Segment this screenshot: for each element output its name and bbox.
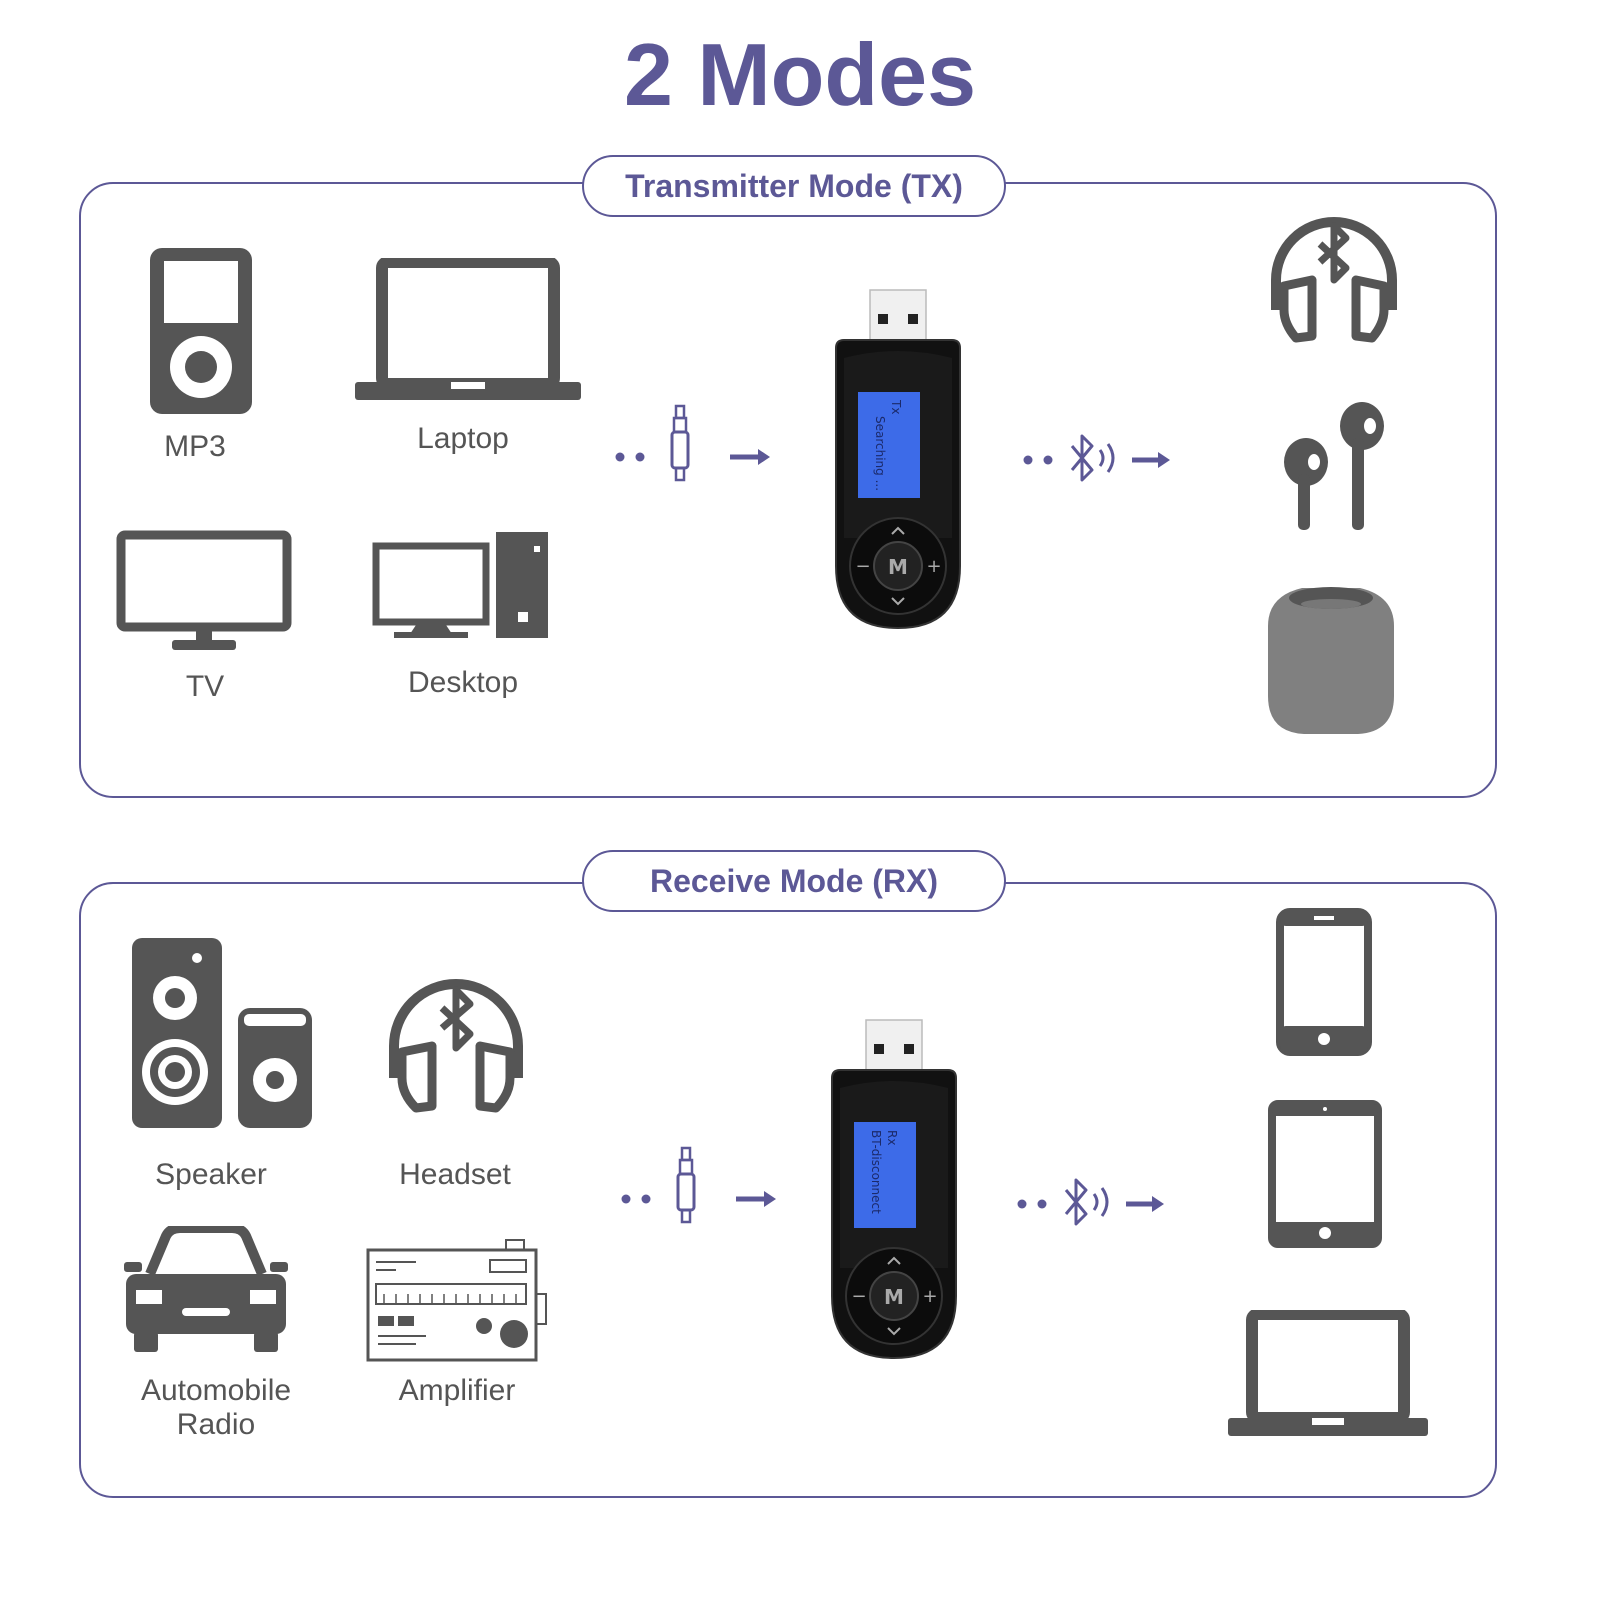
svg-text:−: − [851,1286,866,1307]
amplifier-icon [366,1236,550,1364]
bluetooth-signal-arrow-icon [1014,1174,1170,1234]
svg-text:BT-disconnect: BT-disconnect [869,1130,883,1214]
svg-text:Tx: Tx [889,399,903,414]
smartphone-icon [1276,908,1372,1056]
svg-text:M: M [888,555,908,579]
svg-text:Rx: Rx [885,1130,899,1145]
tv-icon [116,530,292,654]
bluetooth-headset-icon [386,976,526,1114]
headset-label: Headset [399,1158,511,1191]
speaker-label: Speaker [155,1158,267,1191]
bluetooth-signal-arrow-icon [1020,430,1176,490]
laptop-label: Laptop [417,422,509,455]
aux-cable-arrow-icon [612,402,772,484]
svg-text:Searching ...: Searching ... [873,416,887,491]
svg-text:+: + [922,1286,937,1307]
earbuds-icon [1280,398,1390,532]
automobile-radio-label: Automobile Radio [140,1374,292,1441]
smart-speaker-icon [1266,584,1396,736]
amplifier-label: Amplifier [398,1374,516,1407]
car-icon [122,1226,290,1354]
mp3-player-icon [148,246,254,416]
svg-text:−: − [855,556,870,577]
svg-text:+: + [926,556,941,577]
bluetooth-headphones-icon [1268,214,1400,344]
aux-cable-arrow-icon [618,1144,778,1226]
tv-label: TV [185,670,225,703]
speaker-icon [130,936,314,1130]
tablet-icon [1268,1100,1382,1248]
laptop-icon [1228,1310,1428,1440]
tx-mode-label: Transmitter Mode (TX) [582,155,1006,217]
rx-mode-label: Receive Mode (RX) [582,850,1006,912]
desktop-computer-icon [372,530,550,640]
laptop-icon [355,258,581,404]
svg-text:M: M [884,1285,904,1309]
bluetooth-adapter-device-tx: Tx Searching ... M + − [830,288,966,634]
desktop-label: Desktop [407,666,519,699]
page-title: 2 Modes [623,25,977,124]
mp3-label: MP3 [164,430,226,463]
bluetooth-adapter-device-rx: Rx BT-disconnect M + − [826,1018,962,1364]
